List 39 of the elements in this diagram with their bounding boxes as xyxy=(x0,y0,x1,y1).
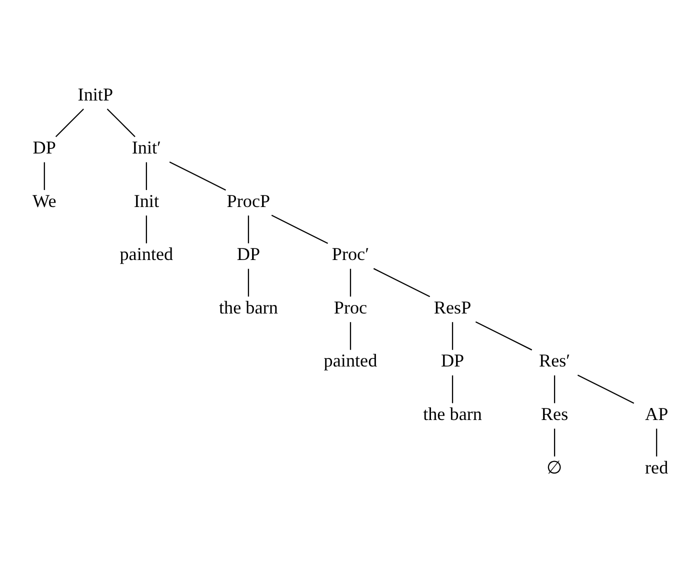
connector xyxy=(451,374,453,403)
connector xyxy=(372,268,430,297)
node-text: ProcP xyxy=(226,190,270,210)
connector xyxy=(349,322,351,350)
connector xyxy=(554,374,555,403)
connector xyxy=(43,162,44,190)
connector xyxy=(54,108,84,137)
node-text: AP xyxy=(644,404,668,424)
connector xyxy=(656,428,657,456)
node-text: the barn xyxy=(218,296,278,317)
connector xyxy=(451,322,453,350)
node-text: Proc′ xyxy=(331,244,369,264)
node-text: DP xyxy=(440,350,464,370)
connector xyxy=(106,108,135,137)
connector xyxy=(168,161,226,190)
node-text: DP xyxy=(236,244,260,264)
connector xyxy=(247,215,249,243)
connector xyxy=(474,320,532,350)
node-text: Init xyxy=(133,190,159,210)
node-text: DP xyxy=(32,137,56,158)
node-text: Res′ xyxy=(538,350,570,370)
connector xyxy=(576,374,634,404)
node-text: We xyxy=(32,190,56,210)
connector xyxy=(145,162,146,190)
connector xyxy=(145,215,146,243)
connector xyxy=(270,214,328,244)
node-text: ResP xyxy=(433,296,471,317)
node-text: Proc xyxy=(333,296,367,317)
node-text: painted xyxy=(323,350,377,370)
node-text: the barn xyxy=(422,404,482,424)
node-text: Init′ xyxy=(131,137,161,158)
connector xyxy=(247,268,249,296)
node-text: ∅ xyxy=(546,456,562,477)
connector xyxy=(554,428,555,456)
node-text: red xyxy=(644,456,668,477)
connector xyxy=(349,268,351,296)
node-text: InitP xyxy=(77,84,113,104)
node-text: painted xyxy=(119,244,173,264)
node-text: Res xyxy=(540,404,568,424)
